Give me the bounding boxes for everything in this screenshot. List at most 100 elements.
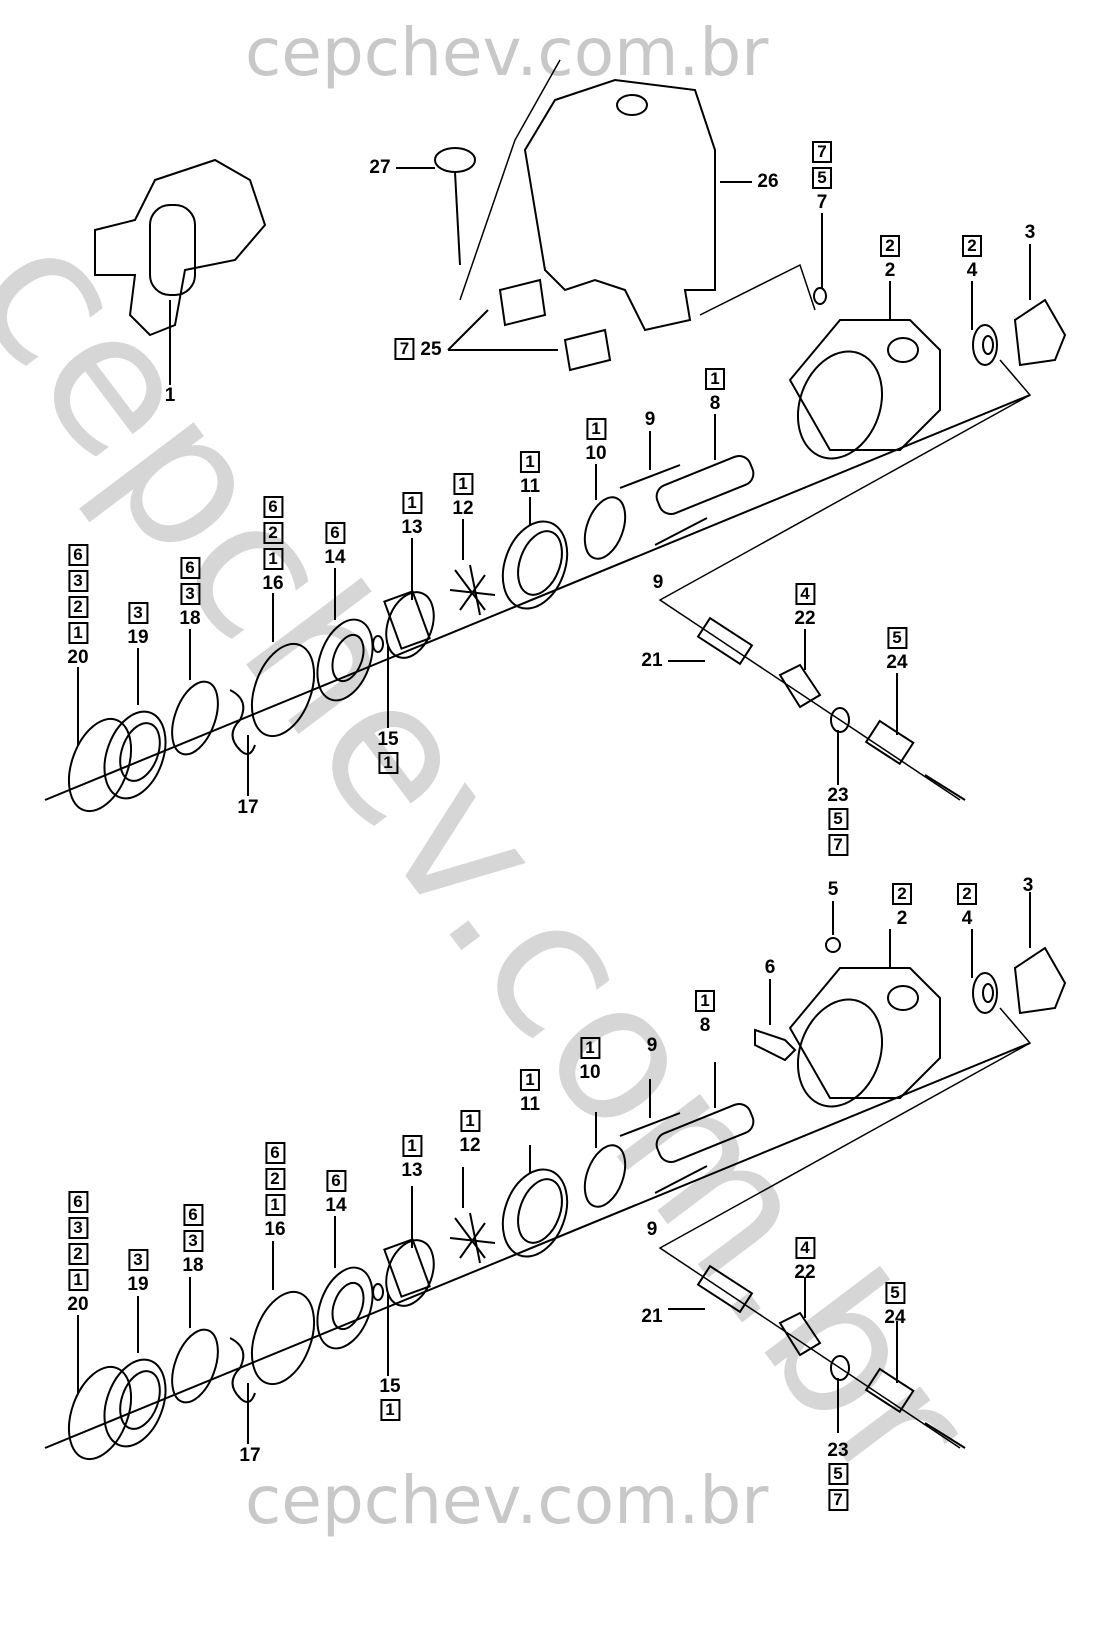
callout-row: 24 — [884, 1307, 905, 1329]
group-code-box: 2 — [67, 596, 88, 618]
callout-row: 11 — [520, 1094, 540, 1116]
part-number: 26 — [757, 171, 779, 192]
part-number: 8 — [699, 1014, 711, 1036]
callout-row: 20 — [67, 647, 88, 669]
part-number: 14 — [324, 546, 346, 568]
callout-row: 2 — [897, 908, 908, 930]
callout-row: 8 — [700, 1015, 711, 1037]
callout-row: 12 — [459, 1135, 480, 1157]
part-number: 21 — [641, 650, 663, 671]
part-number: 2 — [896, 907, 908, 929]
clips-25 — [447, 278, 612, 372]
callout-row: 9 — [645, 409, 656, 431]
group-code-box: 2 — [262, 521, 283, 544]
part-number: 2 — [884, 259, 896, 281]
part-number: 4 — [966, 259, 978, 281]
part-number: 9 — [652, 572, 664, 593]
group-code-box: 1 — [379, 1398, 400, 1421]
part-number: 21 — [641, 1306, 663, 1327]
group-code-box: 6 — [67, 1191, 88, 1213]
part-callout-9: 9 — [647, 1219, 658, 1241]
part-callout-3: 3 — [1023, 875, 1034, 897]
callout-row: 22 — [794, 1262, 815, 1284]
callout-row: 1 — [165, 385, 176, 407]
callout-row: 4 — [967, 260, 978, 282]
group-code-box: 6 — [262, 495, 283, 518]
group-code-box: 1 — [401, 491, 422, 514]
group-code-box: 7 — [812, 141, 832, 163]
group-code-box: 3 — [67, 570, 88, 592]
group-code-box: 6 — [324, 521, 345, 544]
callout-row: 17 — [239, 1445, 260, 1467]
part-callout-26: 26 — [757, 171, 778, 193]
part-number: 12 — [459, 1134, 481, 1156]
part-number: 11 — [519, 1093, 541, 1115]
group-code-box: 3 — [182, 1230, 203, 1252]
callout-row: 23 — [827, 1440, 848, 1462]
assembly-bottom — [44, 891, 1066, 1469]
part-number: 7 — [816, 192, 828, 213]
callout-row: 17 — [237, 797, 258, 819]
group-code-box: 7 — [394, 338, 415, 360]
part-number: 11 — [519, 475, 541, 497]
callout-row: 9 — [647, 1035, 658, 1057]
part-number: 6 — [764, 957, 776, 978]
part-number: 22 — [794, 607, 816, 629]
part-number: 19 — [127, 1273, 149, 1295]
group-code-box: 1 — [264, 1193, 285, 1216]
part-number: 12 — [452, 497, 474, 519]
part-callout-9: 9 — [653, 572, 664, 594]
callout-row: 13 — [401, 517, 422, 539]
part-callout-21: 21 — [641, 650, 662, 672]
part-number: 18 — [182, 1255, 204, 1276]
callout-row: 14 — [324, 547, 345, 569]
group-code-box: 2 — [880, 234, 900, 257]
part-number: 23 — [827, 1440, 849, 1461]
callout-row: 16 — [262, 573, 283, 595]
part-number: 3 — [1022, 875, 1034, 896]
part-number: 10 — [585, 442, 607, 464]
part-number: 18 — [179, 608, 201, 629]
group-code-box: 1 — [377, 751, 398, 774]
part-callout-1: 1 — [165, 385, 176, 407]
part-callout-17: 17 — [237, 797, 258, 819]
part-number: 9 — [646, 1219, 658, 1240]
callout-row: 15 — [377, 729, 398, 751]
group-code-box: 4 — [794, 1236, 815, 1259]
callout-row: 22 — [794, 608, 815, 630]
group-code-box: 1 — [67, 1269, 88, 1291]
group-code-box: 3 — [127, 1248, 148, 1271]
callout-row: 19 — [127, 1274, 148, 1296]
callout-row: 21 — [641, 650, 662, 672]
group-code-box: 6 — [179, 557, 200, 579]
part-number: 27 — [369, 157, 391, 178]
group-code-box: 2 — [67, 1243, 88, 1265]
callout-row: 26 — [757, 171, 778, 193]
group-code-box: 3 — [67, 1217, 88, 1239]
callout-row: 14 — [325, 1195, 346, 1217]
part-number: 5 — [827, 879, 839, 900]
part-number: 24 — [886, 651, 908, 673]
part-callout-3: 3 — [1025, 222, 1036, 244]
callout-row: 4 — [962, 908, 973, 930]
part-callout-6: 6 — [765, 957, 776, 979]
